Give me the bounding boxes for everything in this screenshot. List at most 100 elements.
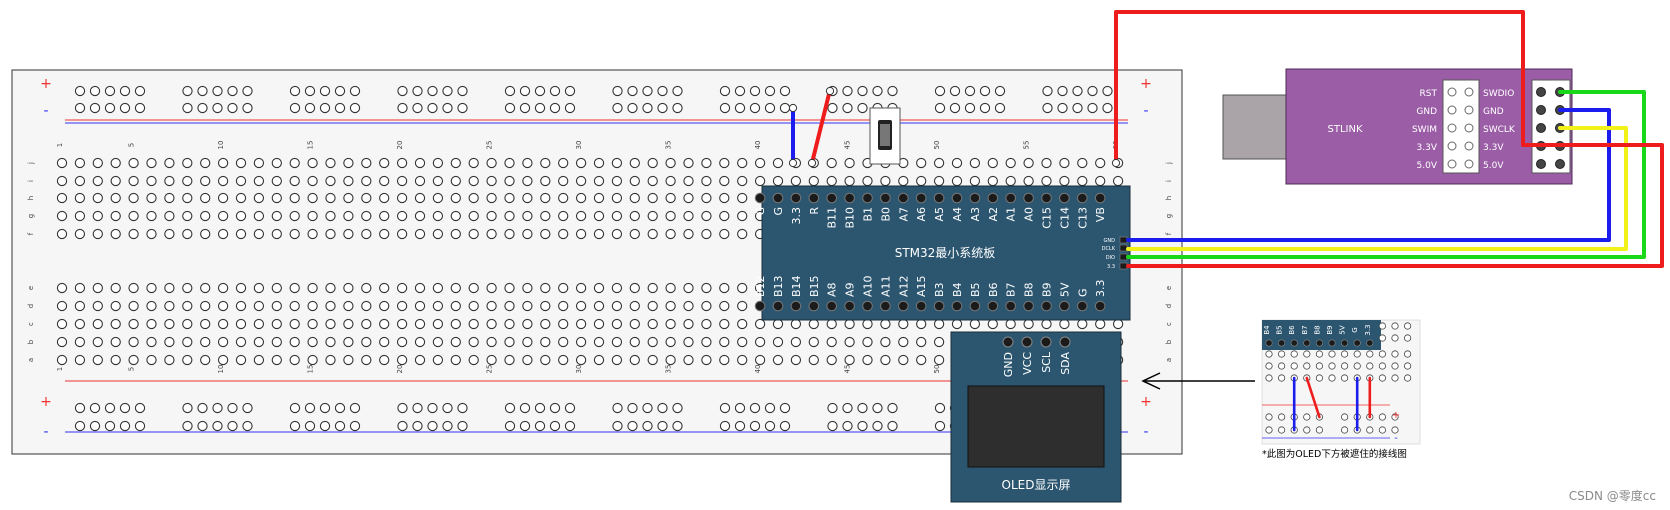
rail-hole [334, 85, 346, 97]
terminal-hole [414, 157, 426, 169]
terminal-hole [432, 318, 444, 330]
inset-wire-b7 [1305, 376, 1321, 419]
rail-hole [457, 420, 468, 432]
terminal-hole [56, 336, 68, 348]
stm32-side-pin-label: DIO [1106, 255, 1115, 261]
rail-hole [672, 102, 683, 114]
terminal-hole [325, 300, 336, 312]
terminal-hole [629, 282, 640, 294]
terminal-hole [110, 228, 121, 240]
rail-hole [934, 402, 946, 414]
terminal-hole [253, 318, 265, 330]
rail-hole [134, 420, 146, 432]
terminal-hole [629, 175, 640, 187]
terminal-hole [271, 318, 282, 330]
inset-hole [1391, 374, 1399, 382]
rail-hole [212, 420, 223, 432]
stm32-top-pin [880, 192, 891, 204]
stlink-right-label: SWCLK [1483, 125, 1516, 135]
terminal-hole [74, 210, 86, 222]
rail-hole [934, 85, 946, 97]
rail-hole [212, 85, 223, 97]
terminal-hole [253, 300, 265, 312]
row-letter: h [1165, 196, 1173, 200]
rail-hole [427, 402, 438, 414]
stm32-top-pin-label: B1 [862, 207, 875, 222]
inset-hole [1391, 350, 1399, 358]
inset-hole [1328, 362, 1336, 370]
stm32-bottom-pin [915, 300, 927, 312]
terminal-hole [504, 192, 515, 204]
terminal-hole [629, 228, 640, 240]
terminal-hole [414, 336, 426, 348]
inset-pin-label: B5 [1276, 325, 1284, 334]
rail-hole [857, 402, 868, 414]
stm32-bottom-pin [951, 300, 963, 312]
rail-hole [764, 402, 776, 414]
stlink-right-label: 3.3V [1483, 143, 1504, 153]
terminal-hole [790, 336, 802, 348]
inset-hole [1303, 350, 1311, 358]
inset-hole [1391, 362, 1399, 370]
terminal-hole [396, 300, 408, 312]
terminal-hole [289, 282, 300, 294]
stm32-bottom-pin-label: B13 [772, 275, 785, 297]
terminal-hole [701, 300, 712, 312]
inset-hole [1328, 350, 1336, 358]
terminal-hole [683, 228, 694, 240]
oled-pin-label: SCL [1040, 351, 1053, 373]
rail-hole [304, 102, 316, 114]
column-number: 15 [307, 365, 315, 374]
terminal-hole [504, 282, 515, 294]
terminal-hole [665, 354, 676, 366]
stm32-top-pin [754, 192, 766, 204]
rail-hole [457, 85, 468, 97]
watermark: CSDN @零度cc [1568, 489, 1656, 503]
rail-hole [627, 85, 638, 97]
rail-hole [627, 402, 638, 414]
terminal-hole [558, 228, 569, 240]
rail-hole [212, 402, 223, 414]
terminal-hole [235, 157, 247, 169]
terminal-hole [379, 192, 390, 204]
rail-hole [719, 420, 731, 432]
terminal-hole [164, 192, 175, 204]
terminal-hole [898, 318, 909, 330]
terminal-hole [486, 175, 497, 187]
terminal-hole [629, 318, 640, 330]
terminal-hole [1112, 175, 1124, 187]
terminal-hole [504, 300, 515, 312]
terminal-hole [271, 175, 282, 187]
inset-hole [1315, 350, 1324, 358]
terminal-hole [558, 157, 569, 169]
row-letter: h [27, 196, 35, 200]
terminal-hole [540, 192, 551, 204]
stm32-top-pin-label: B10 [844, 207, 857, 229]
terminal-hole [325, 228, 336, 240]
terminal-hole [146, 336, 157, 348]
rail-hole [349, 102, 361, 114]
stm32-bottom-pin-label: G [1076, 288, 1089, 297]
terminal-hole [522, 192, 533, 204]
oled-pin [1021, 336, 1033, 348]
inset-hole [1290, 350, 1298, 358]
inset-hole [1378, 322, 1387, 330]
stm32-side-pin-label: DCLK [1102, 246, 1116, 252]
terminal-hole [916, 175, 927, 187]
inset-hole [1353, 350, 1361, 358]
stlink-pin [1536, 123, 1546, 133]
wire-end [1111, 158, 1121, 168]
stm32-bottom-pin-label: B14 [790, 275, 803, 297]
rail-hole [887, 420, 898, 432]
stm32-top-pin-label: G [754, 207, 767, 216]
terminal-hole [128, 192, 139, 204]
inset-hole [1378, 350, 1387, 358]
rail-hole [119, 402, 131, 414]
oled-pin [1059, 336, 1071, 348]
terminal-hole [701, 210, 712, 222]
terminal-hole [951, 318, 963, 330]
terminal-hole [1077, 175, 1088, 187]
column-number: 1 [56, 367, 64, 371]
rail-hole [549, 85, 561, 97]
